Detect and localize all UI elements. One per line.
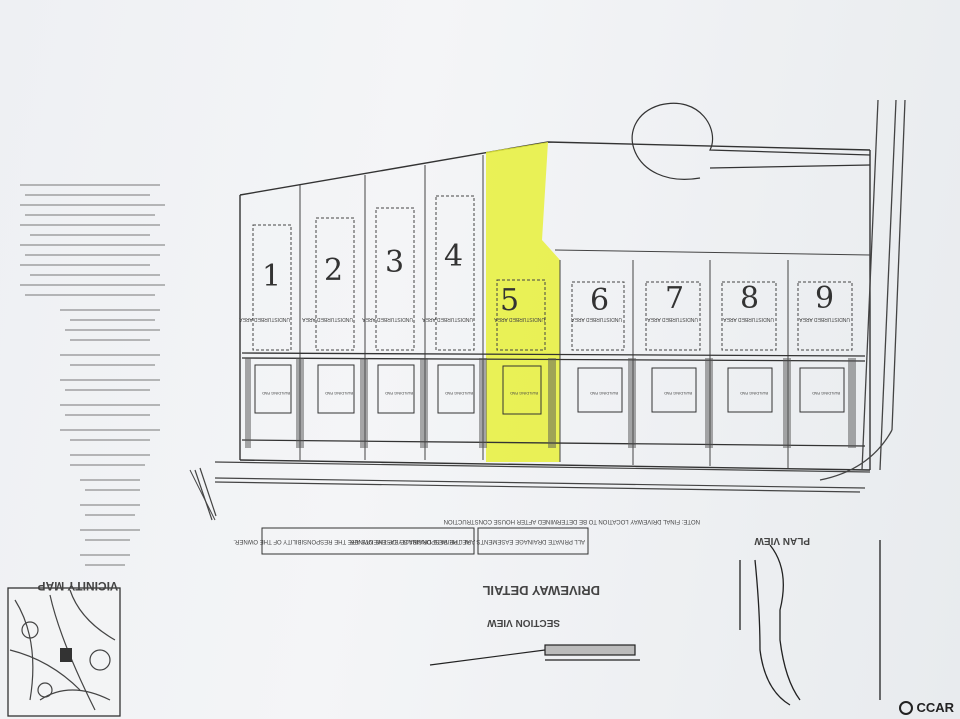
vicinity-map-title: VICINITY MAP (38, 579, 118, 593)
lot-area-label: UNDISTURBED AREA (421, 316, 473, 322)
plan-view-title: PLAN VIEW (754, 535, 810, 546)
lot-number: 1 (262, 259, 281, 294)
lot-number: 3 (385, 245, 404, 280)
pad-label: BUILDING PAD (262, 391, 290, 396)
pad-label: BUILDING PAD (510, 391, 538, 396)
tree-rows (245, 358, 856, 448)
plan-view-drawing (739, 540, 881, 706)
section-view-drawing (429, 644, 640, 666)
lot-number: 5 (500, 283, 519, 318)
north-arrow (189, 469, 216, 521)
lot-numbers: 1 2 3 4 5 6 7 8 9 (262, 239, 834, 318)
lot-area-label: UNDISTURBED AREA (722, 316, 774, 322)
lot-area-label: UNDISTURBED AREA (798, 316, 850, 322)
driveway-note: NOTE: FINAL DRIVEWAY LOCATION TO BE DETE… (444, 518, 700, 524)
lot-number: 6 (590, 283, 609, 318)
section-view-title: SECTION VIEW (487, 617, 560, 628)
cul-de-sac (631, 102, 871, 180)
lot-number: 9 (815, 281, 834, 316)
drainage-note-box (261, 527, 589, 555)
driveway-detail-title: DRIVEWAY DETAIL (482, 583, 600, 598)
pad-labels: BUILDING PAD BUILDING PAD BUILDING PAD B… (262, 391, 840, 396)
lot-area-label: UNDISTURBED AREA (493, 316, 545, 322)
drainage-note: ALL PRIVATE DRAINAGE EASEMENTS ARE THE R… (233, 538, 470, 544)
lot-area-label: UNDISTURBED AREA (301, 316, 353, 322)
pad-label: BUILDING PAD (385, 391, 413, 396)
ccar-logo-icon (899, 700, 914, 715)
pad-label: BUILDING PAD (325, 391, 353, 396)
building-pads (254, 364, 845, 415)
lot-area-label: UNDISTURBED AREA (570, 316, 622, 322)
lot-number: 7 (665, 281, 684, 316)
drainage-note: ALL PRIVATE DRAINAGE EASEMENTS ARE THE R… (348, 538, 585, 544)
pad-label: BUILDING PAD (812, 391, 840, 396)
pad-label: BUILDING PAD (445, 391, 473, 396)
lot-number: 4 (444, 239, 463, 274)
lot-area-label: UNDISTURBED AREA (238, 316, 290, 322)
lot-area-label: UNDISTURBED AREA (646, 316, 698, 322)
notes-block (20, 184, 165, 566)
watermark-text: CCAR (916, 700, 954, 715)
front-road (194, 461, 871, 521)
pad-label: BUILDING PAD (590, 391, 618, 396)
lot-number: 2 (324, 253, 343, 288)
watermark: CCAR (899, 700, 954, 715)
undisturbed-labels: UNDISTURBED AREA UNDISTURBED AREA UNDIST… (238, 316, 850, 322)
pad-label: BUILDING PAD (664, 391, 692, 396)
vicinity-map (7, 587, 121, 717)
right-street (819, 99, 906, 481)
pad-label: BUILDING PAD (740, 391, 768, 396)
lot-number: 8 (740, 281, 759, 316)
lot-area-label: UNDISTURBED AREA (361, 316, 413, 322)
